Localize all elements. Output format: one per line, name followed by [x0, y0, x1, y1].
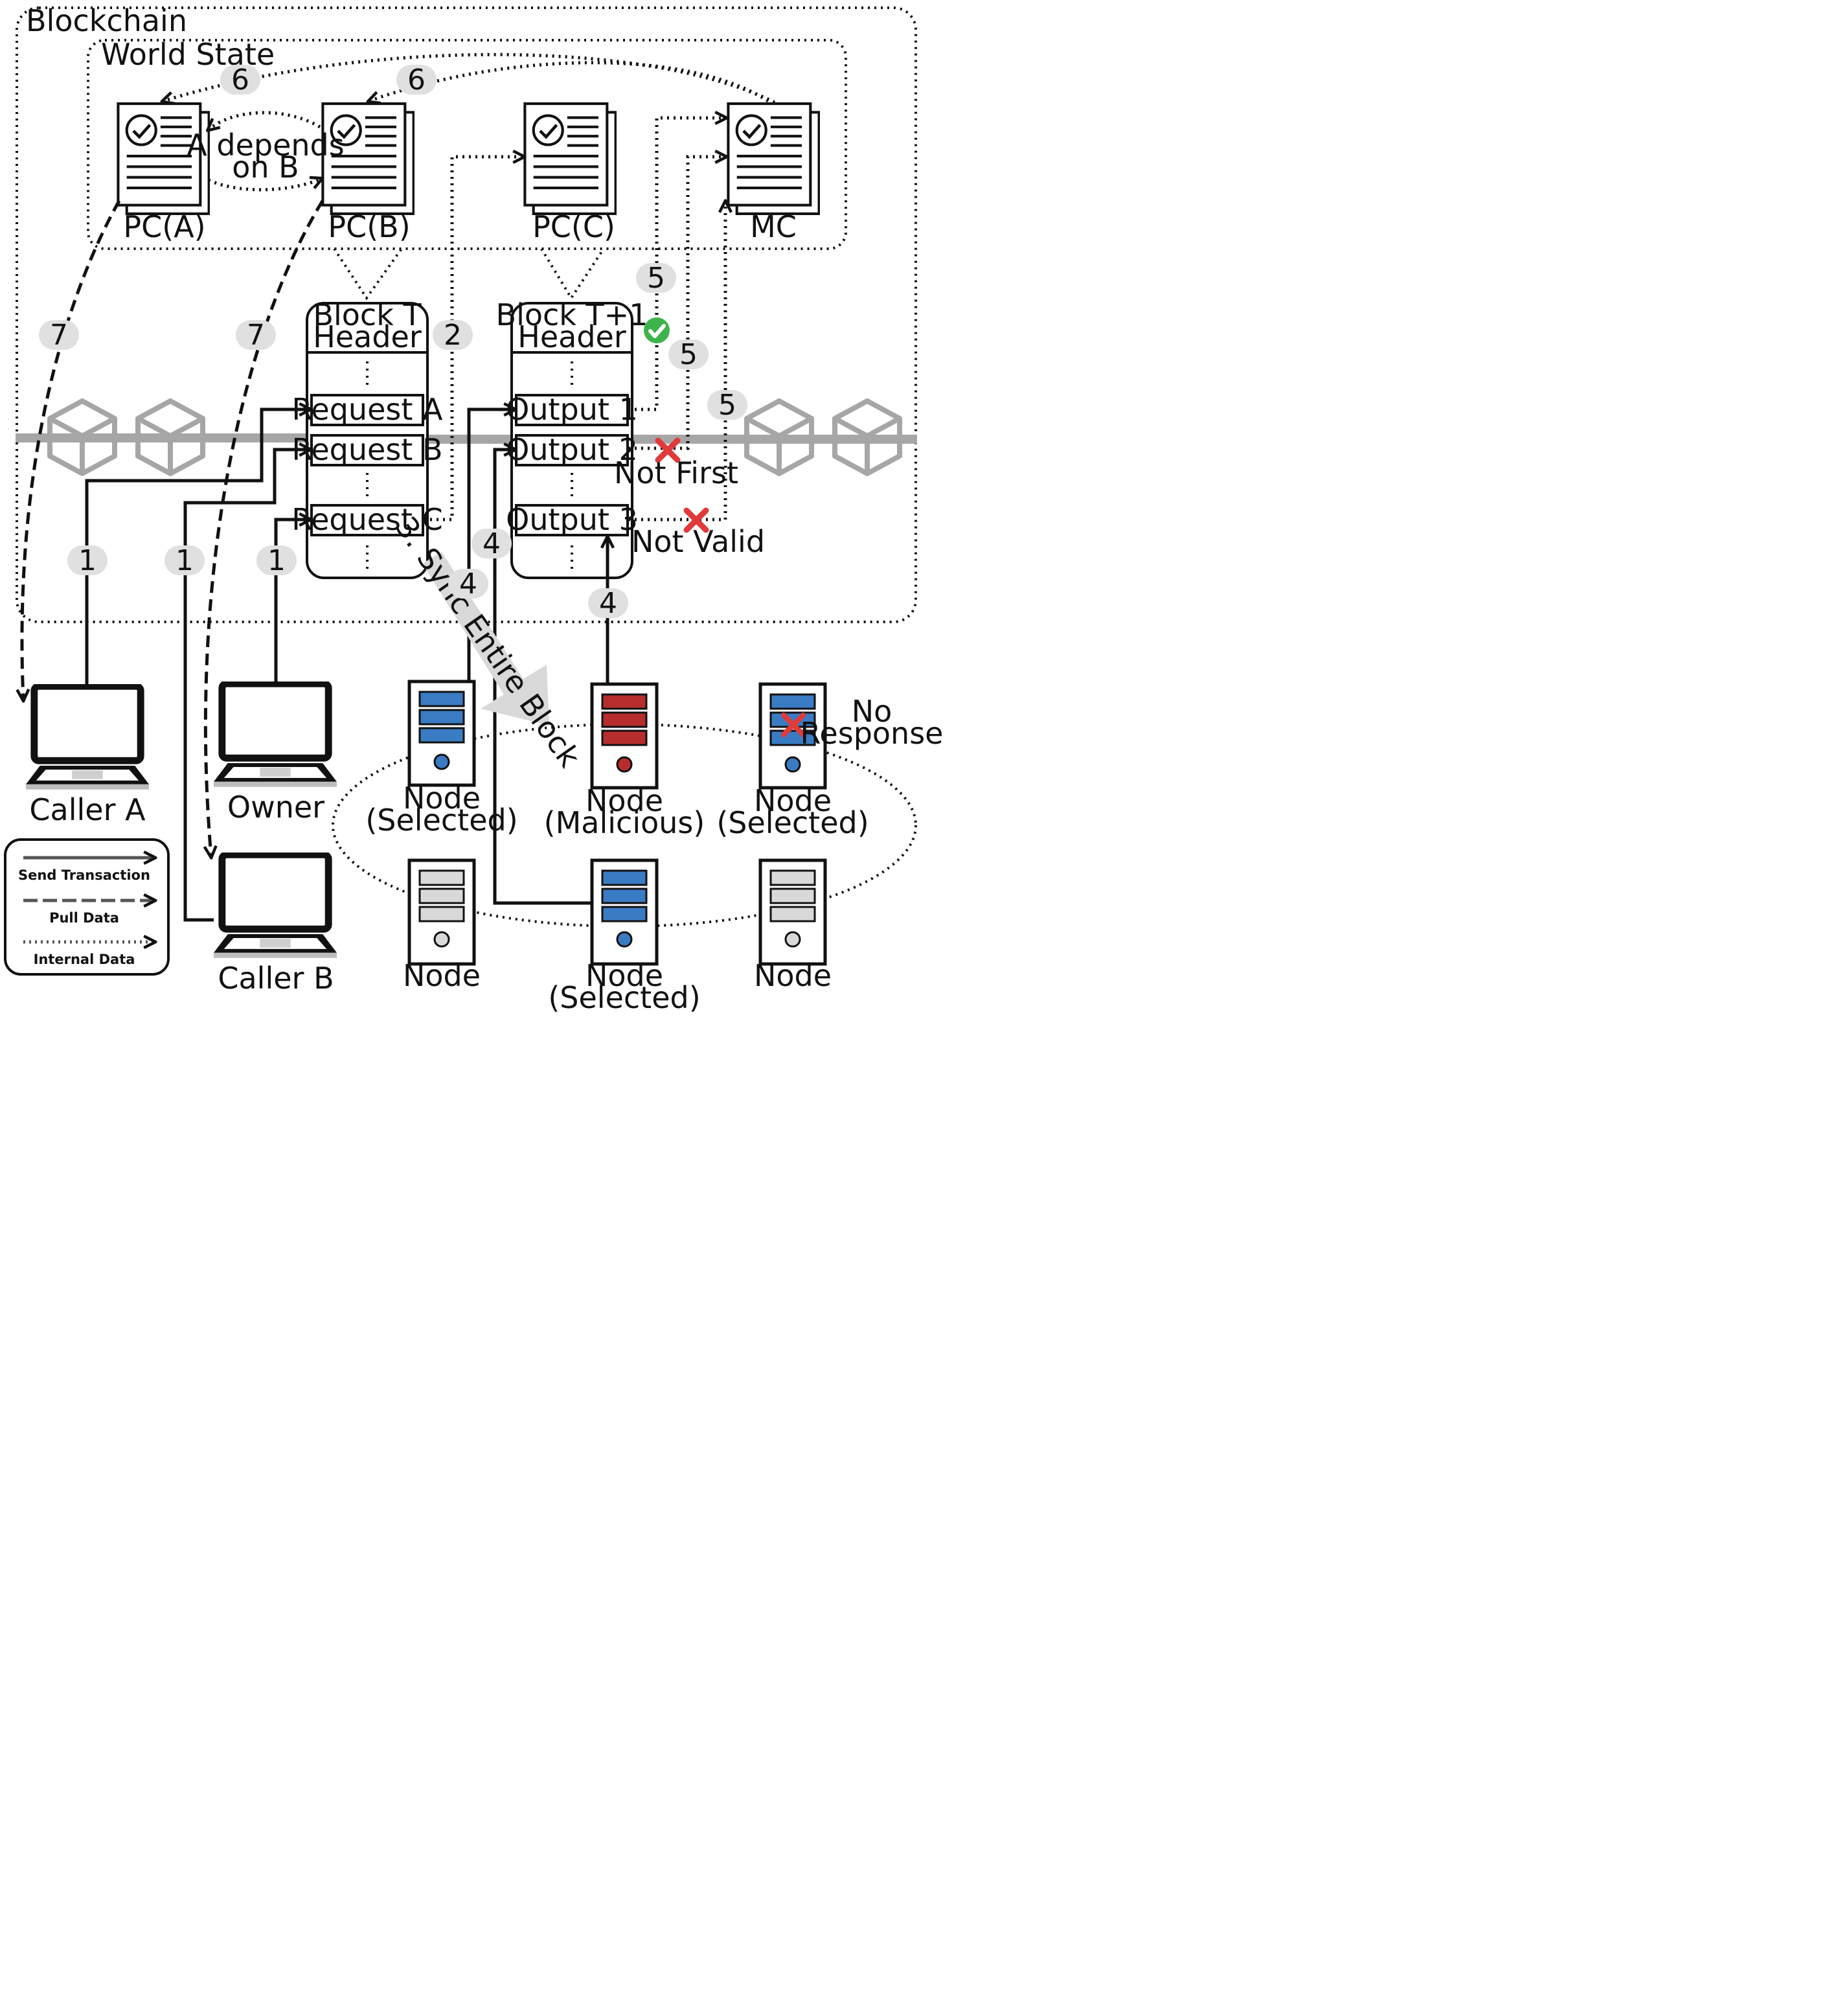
node-n2-label-line2: (Malicious): [544, 805, 705, 840]
badge-7a: 7: [39, 319, 79, 352]
node-n2-label-line1: Node: [585, 783, 663, 818]
dependency-arrows: [209, 111, 321, 192]
svg-text:4: 4: [483, 527, 501, 560]
node-n3-label-line2: (Selected): [716, 805, 869, 840]
svg-text:6: 6: [231, 63, 249, 97]
node-n3: [758, 682, 827, 790]
world-state-region: [87, 39, 847, 250]
badge-7b: 7: [236, 319, 276, 352]
svg-text:1: 1: [176, 544, 194, 577]
contract-mc-icon: [728, 104, 819, 214]
node-n4: [407, 858, 476, 966]
badge-4b: 4: [448, 567, 488, 601]
output1-check-icon: [644, 317, 670, 343]
svg-text:6: 6: [407, 63, 426, 97]
owner-label: Owner: [227, 790, 324, 825]
request-b-label: Request B: [291, 432, 442, 467]
caller-b-laptop-icon: [214, 854, 337, 957]
no-response-line1: No: [852, 694, 892, 729]
block-t-header-line1: Block T: [313, 297, 422, 332]
legend-pull-label: Pull Data: [49, 910, 119, 926]
caller-b-label: Caller B: [218, 961, 334, 996]
not-first-label: Not First: [614, 455, 738, 490]
output2-fail-icon: [655, 437, 681, 463]
caller-a-laptop-icon: [26, 686, 149, 789]
contract-pcc-label: PC(C): [532, 209, 615, 244]
legend-send-label: Send Transaction: [18, 867, 150, 883]
request-c-row: [310, 504, 424, 536]
node-n5-label-line2: (Selected): [548, 980, 700, 1015]
output-3-label: Output 3: [506, 502, 638, 537]
not-valid-label: Not Valid: [631, 524, 765, 559]
svg-text:2: 2: [444, 319, 462, 352]
svg-text:4: 4: [599, 587, 617, 620]
contract-mc-label: MC: [750, 209, 797, 244]
owner-laptop-icon: [214, 683, 337, 786]
badge-6a: 6: [220, 63, 260, 97]
zoom-lines: [333, 247, 605, 301]
request-a-label: Request A: [292, 392, 443, 427]
contract-pcc-icon: [525, 104, 615, 214]
output-1-label: Output 1: [506, 392, 638, 427]
svg-text:5: 5: [647, 262, 665, 295]
legend: Send Transaction Pull Data Internal Data: [4, 838, 170, 976]
contract-pcb-label: PC(B): [328, 209, 410, 244]
badge-5a: 5: [636, 262, 676, 295]
svg-text:1: 1: [267, 544, 286, 577]
node-n1-label-line1: Node: [403, 781, 481, 816]
output-2-label: Output 2: [506, 432, 638, 467]
svg-text:7: 7: [50, 319, 68, 352]
output3-fail-icon: [683, 507, 709, 533]
legend-internal-label: Internal Data: [34, 952, 135, 967]
request-b-row: [310, 434, 424, 466]
node-n4-label-line1: Node: [403, 958, 481, 993]
node-n3-fail-icon: [781, 713, 806, 737]
node-n6: [758, 858, 827, 966]
badge-4c: 4: [588, 587, 628, 620]
block-t: Block T Header Request A Request B Reque…: [291, 297, 443, 579]
request-c-label: Request C: [291, 502, 443, 537]
badge-6b: 6: [396, 63, 437, 97]
badge-2: 2: [433, 319, 473, 352]
block-t1-header-line1: Block T+1: [496, 297, 648, 332]
badge-5c: 5: [707, 389, 747, 422]
badge-1b: 1: [165, 544, 205, 577]
node-n5: [590, 858, 659, 966]
badge-1c: 1: [256, 544, 297, 577]
badge-4a: 4: [471, 527, 512, 560]
dependency-label-line2: on B: [232, 150, 299, 185]
node-n1-label-line2: (Selected): [365, 803, 517, 838]
node-n3-label-line1: Node: [754, 783, 832, 818]
block-t1: Block T+1 Header Output 1 Output 2 Outpu…: [496, 297, 648, 579]
badge-1a: 1: [67, 544, 108, 577]
node-n6-label-line1: Node: [754, 958, 832, 993]
step7-arrows: [22, 200, 324, 856]
svg-text:4: 4: [459, 567, 477, 601]
svg-text:5: 5: [679, 338, 698, 371]
dependency-label-line1: A depends: [187, 128, 344, 163]
badge-5b: 5: [668, 338, 709, 371]
blockchain-region: [16, 6, 917, 623]
block-t1-header-line2: Header: [517, 319, 626, 354]
node-n2: [590, 682, 659, 790]
block-t-header-line2: Header: [313, 319, 422, 354]
node-n5-label-line1: Node: [585, 958, 663, 993]
step-badges: 6 6 5 5 5 7 7 2 1 1 1 4 4 4: [39, 63, 747, 620]
blockchain-title: Blockchain: [26, 3, 187, 38]
contract-pca-label: PC(A): [123, 209, 205, 244]
no-response-line2: Response: [801, 716, 944, 751]
svg-text:1: 1: [78, 544, 97, 577]
step2-arrow: [424, 157, 523, 521]
svg-text:5: 5: [718, 389, 736, 422]
output-3-row: [515, 504, 629, 536]
node-n1: [407, 680, 476, 787]
step5-arrows: [628, 118, 725, 521]
svg-text:7: 7: [247, 319, 265, 352]
caller-a-label: Caller A: [29, 792, 146, 827]
